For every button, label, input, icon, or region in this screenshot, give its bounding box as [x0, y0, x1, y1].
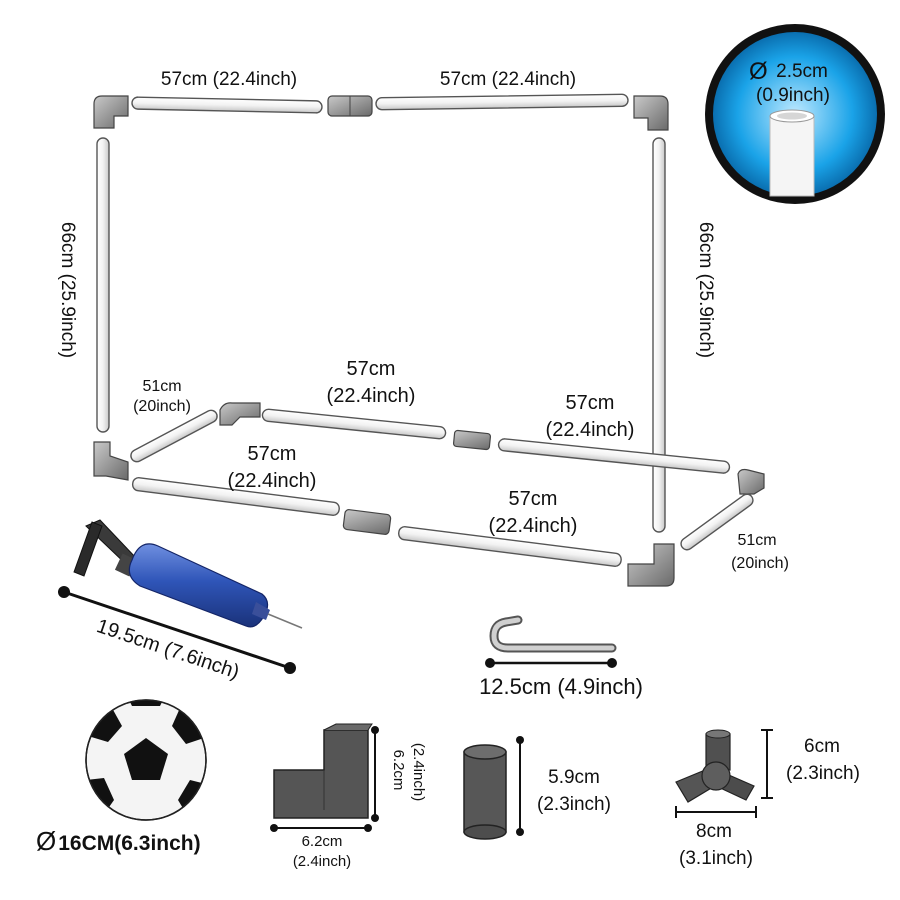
elbow-width-in: (2.4inch): [293, 853, 351, 870]
front-right-label-in: (22.4inch): [489, 515, 578, 537]
connector-height-in: (2.3inch): [537, 794, 611, 815]
front-left-label-in: (22.4inch): [228, 470, 317, 492]
bottom-right-joint: [627, 543, 675, 587]
elbow-height-cm: 6.2cm: [390, 750, 407, 791]
stake-icon: [489, 615, 617, 653]
elbow-height-in: (2.4inch): [410, 743, 427, 801]
stake-measure-line: [485, 658, 617, 668]
right-side-pipe: [680, 493, 754, 551]
connector-height-line: [516, 736, 524, 836]
front-left-label-cm: 57cm: [248, 443, 297, 465]
front-right-label-cm: 57cm: [509, 488, 558, 510]
three-way-height-line: [761, 729, 773, 799]
back-right-label-cm: 57cm: [566, 392, 615, 414]
front-right-pipe: [398, 526, 622, 567]
connector-part-icon: [463, 744, 507, 840]
ball-diameter-symbol-icon: Ø: [36, 826, 57, 856]
pump-measure-line: [58, 586, 296, 674]
right-side-label-in: (20inch): [731, 555, 789, 572]
left-post: [96, 137, 110, 433]
back-left-side-pipe: [130, 409, 218, 463]
three-way-width-line: [675, 806, 757, 818]
right-side-label-cm: 51cm: [737, 532, 776, 549]
top-left-elbow: [93, 95, 129, 129]
ball-diameter-text: 16CM(6.3inch): [58, 832, 201, 855]
top-left-pipe: [131, 96, 323, 114]
back-mid-label-cm: 57cm: [347, 358, 396, 380]
back-right-pipe: [497, 438, 731, 474]
back-mid-pipe: [261, 408, 447, 440]
stake-length-label: 12.5cm (4.9inch): [479, 674, 643, 699]
three-way-height-in: (2.3inch): [786, 763, 860, 784]
back-left-side-label-cm: 51cm: [142, 378, 181, 395]
front-left-pipe: [131, 477, 340, 516]
pipe-diameter-cm: 2.5cm: [776, 61, 828, 82]
top-right-pipe: [375, 93, 629, 111]
back-left-side-label-in: (20inch): [133, 398, 191, 415]
top-right-elbow: [633, 95, 669, 131]
ball-diameter-label: Ø16CM(6.3inch): [36, 826, 201, 857]
pump-icon: [73, 519, 303, 629]
front-coupler: [342, 509, 392, 535]
back-right-elbow: [737, 468, 765, 495]
pipe-diameter-in: (0.9inch): [756, 85, 830, 106]
diameter-symbol-icon: Ø: [749, 58, 768, 85]
back-mid-label-in: (22.4inch): [327, 385, 416, 407]
connector-height-cm: 5.9cm: [548, 767, 600, 788]
three-way-width-in: (3.1inch): [679, 848, 753, 869]
pipe-cross-section-icon: [769, 115, 815, 197]
pipe-diameter-inset: Ø 2.5cm (0.9inch): [705, 24, 885, 204]
bottom-left-joint: [93, 441, 129, 481]
top-coupler: [327, 95, 373, 117]
three-way-joint-icon: [675, 729, 755, 803]
elbow-height-line: [371, 726, 379, 822]
top-left-pipe-label: 57cm (22.4inch): [161, 69, 297, 90]
three-way-width-cm: 8cm: [696, 821, 732, 842]
top-right-pipe-label: 57cm (22.4inch): [440, 69, 576, 90]
back-right-label-in: (22.4inch): [546, 419, 635, 441]
left-post-label: 66cm (25.9inch): [57, 222, 78, 358]
right-post-label: 66cm (25.9inch): [695, 222, 716, 358]
elbow-width-cm: 6.2cm: [302, 833, 343, 850]
three-way-height-cm: 6cm: [804, 736, 840, 757]
back-coupler: [452, 429, 492, 451]
back-left-elbow: [219, 402, 261, 426]
elbow-part-icon: [273, 723, 373, 819]
elbow-width-line: [270, 824, 372, 832]
soccer-ball-icon: [85, 699, 207, 821]
right-post: [652, 137, 666, 533]
